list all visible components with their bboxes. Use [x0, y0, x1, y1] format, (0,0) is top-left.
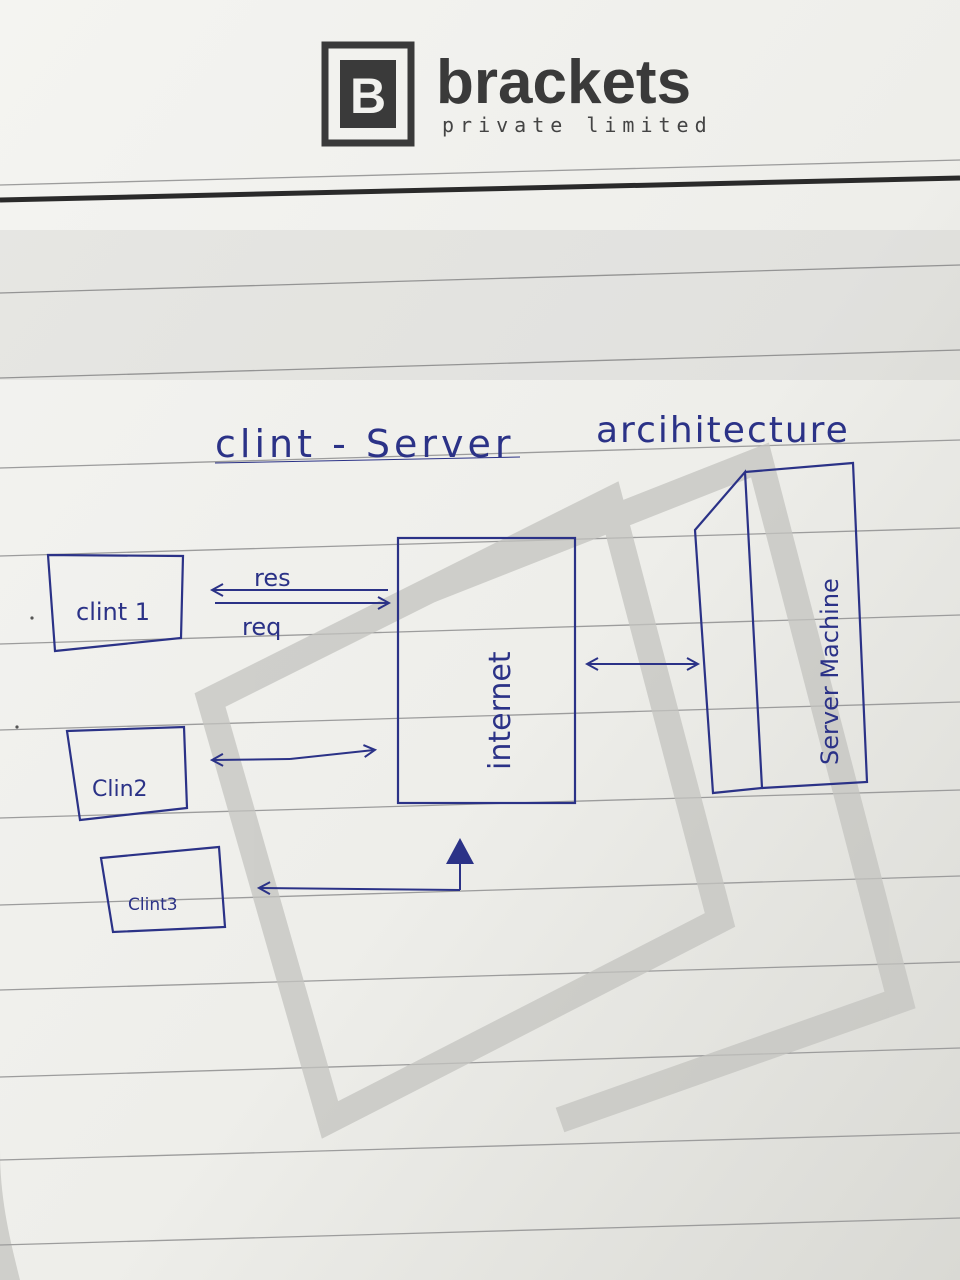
pen-dot [15, 725, 19, 729]
client3-internet-arrow [260, 838, 474, 890]
client2-label: Clin2 [92, 777, 148, 802]
client2-node [65, 725, 189, 822]
logo-icon [321, 41, 415, 147]
diagram-title-part1: clint - Server [215, 422, 514, 466]
shadow-band [0, 230, 960, 380]
brand-tagline: private limited [442, 113, 713, 137]
watermark-logo [194, 442, 916, 1139]
client1-node [46, 553, 185, 653]
client1-label: clint 1 [76, 598, 150, 626]
server-node [693, 461, 869, 795]
brand-name: brackets [436, 48, 691, 117]
internet-node [396, 536, 577, 805]
ruled-lines [0, 159, 960, 1246]
header-divider [0, 175, 960, 203]
svg-text:B: B [350, 68, 386, 124]
client3-label: Clint3 [128, 895, 178, 915]
response-label: res [254, 564, 291, 592]
client2-internet-arrow [213, 750, 374, 760]
internet-label: internet [483, 651, 518, 770]
client3-node [99, 845, 227, 934]
pen-dot [30, 616, 34, 620]
request-label: req [242, 613, 281, 641]
brand-logo: B brackets private limited [321, 41, 713, 147]
diagram-title-part2: arcihitecture [596, 410, 850, 451]
server-label: Server Machine [816, 578, 844, 765]
